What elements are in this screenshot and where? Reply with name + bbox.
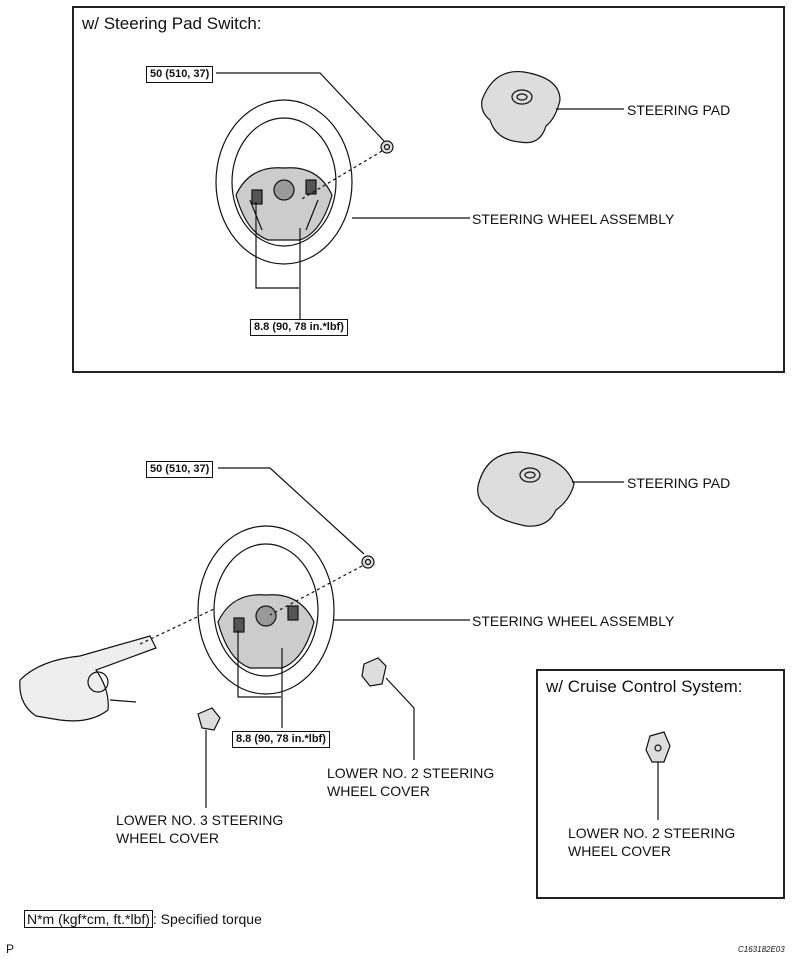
torque-spec-nut: 50 (510, 37)	[146, 461, 214, 478]
steering-pad-label: STEERING PAD	[627, 102, 731, 118]
torque-legend-text: : Specified torque	[152, 911, 262, 927]
steering-wheel-icon	[197, 525, 335, 695]
steering-wheel-label: STEERING WHEEL ASSEMBLY	[472, 211, 675, 227]
steering-pad-icon	[477, 451, 575, 527]
lower-cover-3-label: LOWER NO. 3 STEERING WHEEL COVER	[116, 812, 284, 846]
panel-title: w/ Cruise Control System:	[546, 677, 743, 696]
steering-wheel-icon	[215, 99, 353, 265]
steering-pad-label: STEERING PAD	[627, 475, 731, 491]
lower-cover-2-icon	[361, 657, 387, 687]
panel-title: w/ Steering Pad Switch:	[82, 14, 262, 33]
steering-wheel-label: STEERING WHEEL ASSEMBLY	[472, 613, 675, 629]
combination-switch-icon	[19, 635, 157, 722]
torque-spec-screws: 8.8 (90, 78 in.*lbf)	[250, 319, 348, 336]
steering-pad-icon	[481, 70, 561, 144]
figure-code: C163182E03	[738, 945, 785, 954]
cruise-cover-icon	[645, 731, 671, 763]
torque-legend-unit: N*m (kgf*cm, ft.*lbf)	[24, 910, 153, 928]
torque-spec-screws: 8.8 (90, 78 in.*lbf)	[232, 731, 330, 748]
lower-cover-3-icon	[197, 707, 221, 731]
torque-spec-nut: 50 (510, 37)	[146, 66, 214, 83]
top-panel-frame	[72, 6, 785, 373]
footer-left: P	[6, 942, 15, 956]
torque-legend: N*m (kgf*cm, ft.*lbf): Specified torque	[24, 910, 262, 928]
lower-cover-2-label: LOWER NO. 2 STEERING WHEEL COVER	[327, 765, 495, 799]
nut-icon	[380, 140, 394, 154]
lower-cover-2-label: LOWER NO. 2 STEERING WHEEL COVER	[568, 825, 736, 859]
cruise-panel-frame	[536, 669, 785, 899]
nut-icon	[361, 555, 375, 569]
